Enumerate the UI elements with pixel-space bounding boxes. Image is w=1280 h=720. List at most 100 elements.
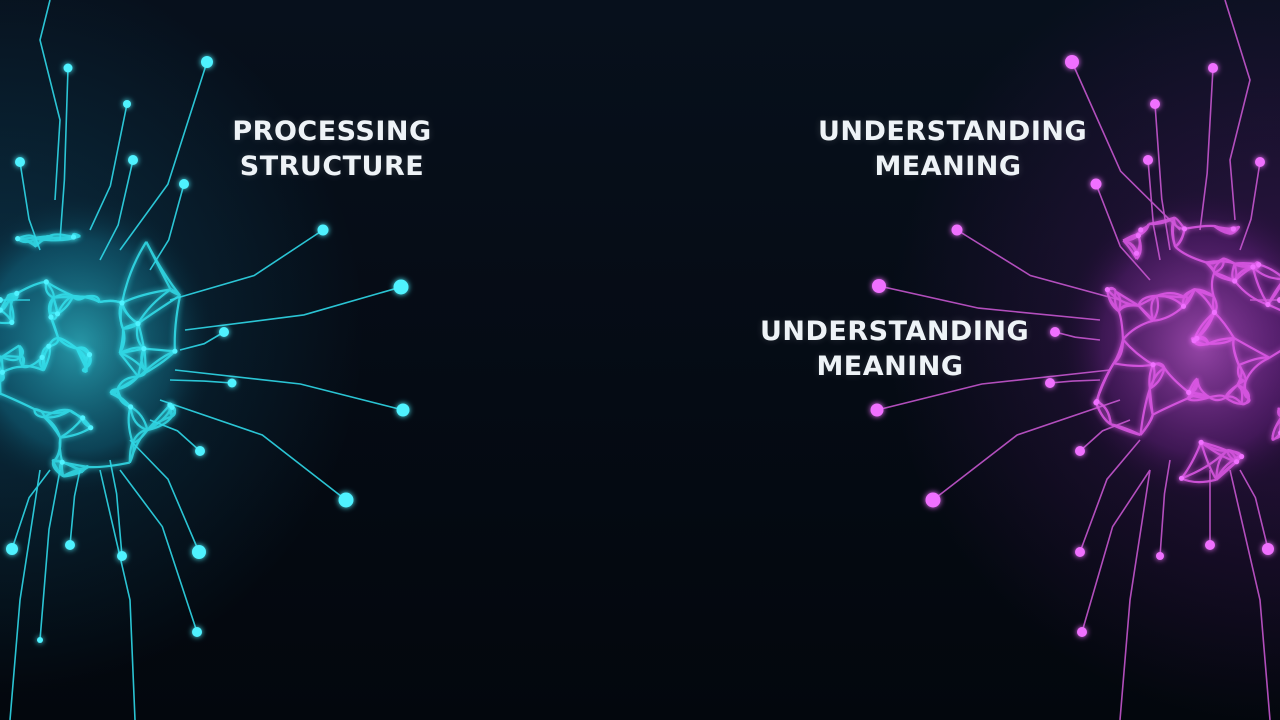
left-node — [201, 56, 213, 68]
right-mesh-strand — [1180, 441, 1203, 479]
right-mesh-strand — [1152, 397, 1189, 416]
right-mesh-strand — [1148, 388, 1154, 416]
right-mesh-strand — [1137, 294, 1157, 307]
right-node — [1075, 547, 1085, 557]
caption-understanding-meaning-top: UNDERSTANDING MEANING — [818, 114, 1088, 184]
left-wire — [39, 469, 61, 641]
right-mesh-node — [1191, 338, 1197, 344]
right-mesh-strand — [1208, 396, 1227, 402]
right-mesh-strand — [1196, 312, 1216, 340]
right-mesh-strand — [1150, 295, 1158, 321]
right-mesh-strand — [1163, 367, 1190, 394]
right-mesh-strand — [1205, 257, 1224, 264]
left-node — [195, 446, 205, 456]
right-mesh-node — [1104, 287, 1110, 293]
right-wire — [1159, 459, 1171, 557]
right-mesh-strand — [1139, 414, 1154, 436]
left-node — [338, 492, 354, 508]
caption-left-line1: PROCESSING — [232, 116, 432, 147]
left-mesh-node — [0, 369, 5, 375]
right-mesh-strand — [1183, 288, 1196, 299]
left-wire — [69, 469, 81, 546]
left-wire — [89, 103, 128, 231]
right-mesh-strand — [1277, 407, 1280, 418]
left-mesh-strand — [85, 294, 101, 303]
caption-processing-structure: PROCESSING STRUCTURE — [232, 114, 432, 184]
right-mesh-strand — [1194, 288, 1216, 313]
left-node — [128, 155, 138, 165]
right-mesh-strand — [1148, 216, 1175, 226]
left-mesh-strand — [145, 241, 181, 297]
right-mesh-strand — [1266, 282, 1280, 306]
right-wire — [1154, 103, 1171, 251]
right-mesh-strand — [1148, 367, 1166, 389]
right-wire — [1119, 469, 1151, 720]
left-mesh-strand — [52, 437, 62, 463]
left-wire — [159, 399, 347, 501]
right-mesh-strand — [1267, 303, 1280, 312]
right-node — [1143, 155, 1153, 165]
right-mesh-strand — [1252, 266, 1280, 281]
left-mesh-strand — [118, 352, 139, 378]
right-node — [1255, 157, 1265, 167]
left-wire — [119, 61, 208, 251]
right-node — [951, 224, 963, 236]
left-node — [63, 63, 73, 73]
right-mesh-node — [1181, 226, 1188, 232]
left-mesh-node — [80, 415, 86, 421]
right-node — [1075, 446, 1085, 456]
caption-left-line2: STRUCTURE — [239, 151, 425, 182]
left-wire — [99, 469, 136, 720]
right-mesh-strand — [1170, 217, 1177, 248]
right-wire — [932, 399, 1121, 501]
left-wire — [184, 286, 402, 331]
left-mesh-node — [141, 346, 147, 352]
left-mesh-strand — [137, 350, 176, 378]
right-mesh-strand — [1233, 337, 1271, 359]
right-mesh-strand — [1152, 295, 1160, 322]
left-node — [317, 224, 329, 236]
right-mesh-strand — [1117, 304, 1139, 313]
left-wire — [179, 331, 225, 351]
right-mesh-node — [1198, 439, 1204, 445]
left-mesh-node — [15, 236, 21, 242]
right-mesh-strand — [1268, 349, 1280, 359]
left-cyan-brain-network — [0, 0, 410, 720]
right-wire — [878, 285, 1101, 321]
right-mesh-node — [1133, 250, 1140, 256]
right-mesh-strand — [1174, 245, 1207, 264]
right-mesh-strand — [1122, 319, 1154, 341]
left-mesh-node — [43, 279, 49, 285]
left-mesh-strand — [137, 288, 172, 325]
caption-right-top-line1: UNDERSTANDING — [818, 116, 1088, 147]
right-mesh-node — [1239, 453, 1245, 460]
right-wire — [1229, 469, 1271, 720]
left-mesh-node — [86, 352, 93, 358]
left-node — [65, 540, 75, 550]
right-mesh-strand — [1122, 338, 1154, 366]
left-node — [219, 327, 229, 337]
left-node — [117, 551, 127, 561]
right-wire — [1079, 439, 1141, 553]
left-mesh-strand — [22, 364, 45, 372]
left-mesh-strand — [0, 355, 3, 359]
left-wire — [174, 369, 404, 411]
left-node — [396, 403, 410, 417]
left-mesh-node — [70, 234, 77, 240]
left-mesh-strand — [120, 241, 148, 304]
right-mesh-node — [1256, 262, 1262, 268]
right-mesh-node — [1135, 233, 1141, 239]
left-node — [0, 297, 3, 303]
left-mesh-node — [119, 300, 125, 306]
right-mesh-strand — [1224, 396, 1242, 405]
right-mesh-node — [1138, 227, 1144, 233]
caption-right-top-line2: MEANING — [874, 151, 1022, 182]
right-node — [1156, 552, 1164, 560]
right-mesh-strand — [1215, 455, 1242, 481]
left-mesh-strand — [43, 416, 62, 439]
left-mesh-node — [135, 321, 141, 327]
right-wire — [1239, 161, 1261, 251]
right-mesh-strand — [1244, 356, 1270, 383]
right-mesh-node — [1265, 301, 1271, 308]
